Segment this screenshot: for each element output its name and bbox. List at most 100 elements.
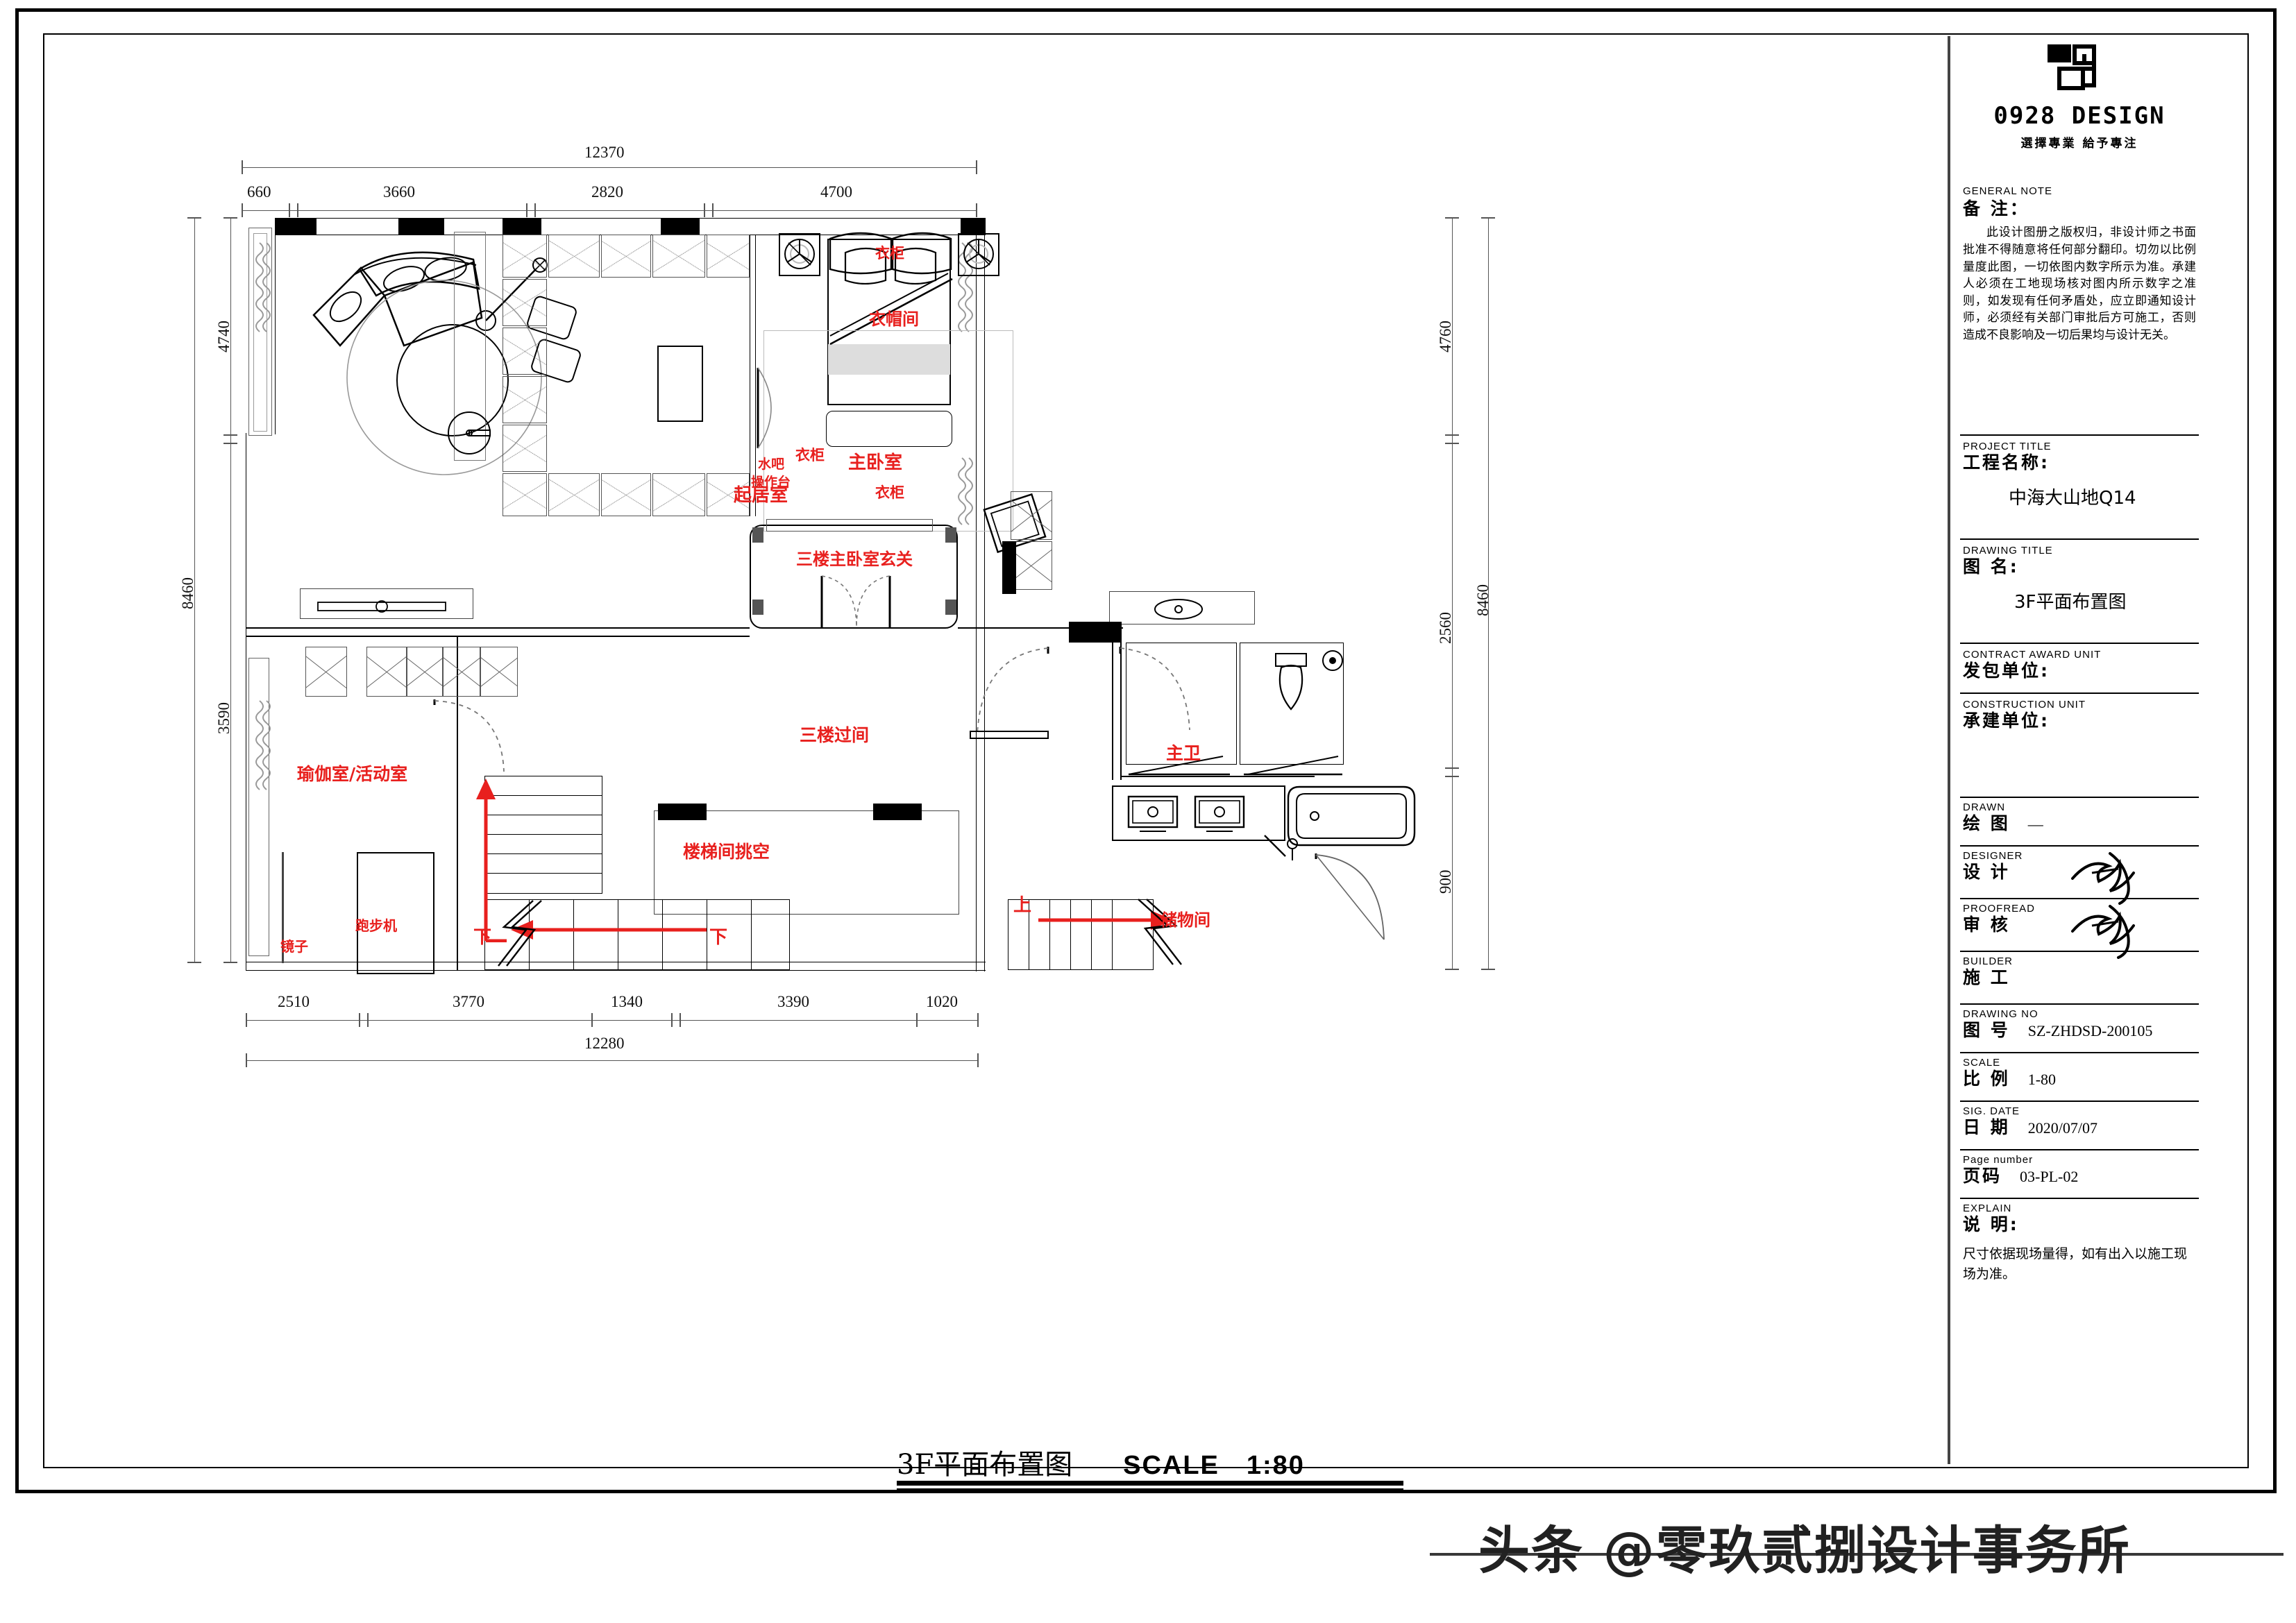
entry-jamb: [752, 600, 763, 615]
drawn-en: DRAWN: [1963, 801, 2006, 813]
construction-unit-en: CONSTRUCTION UNIT: [1963, 699, 2086, 711]
dim-top-seg-line: [242, 210, 977, 211]
stair-step-v: [751, 899, 752, 970]
stair-step: [484, 853, 602, 854]
stair-break-symbol: [1138, 899, 1182, 965]
stair-step-v: [573, 899, 574, 970]
stair-wall-left: [658, 804, 707, 820]
bath-entry-door-swing-icon: [1119, 647, 1190, 731]
dim-right-seg-1: 2560: [1437, 612, 1454, 644]
general-note-cn: 备 注：: [1963, 198, 2029, 219]
vanity-counter: [1112, 785, 1285, 841]
page-number-en: Page number: [1963, 1154, 2034, 1166]
toilet-icon: [1275, 653, 1307, 711]
dim-tick: [977, 1053, 979, 1067]
wardrobe-cabinet: [503, 235, 547, 278]
dim-top-seg-1: 3660: [383, 183, 415, 201]
bath-partition: [1120, 776, 1315, 777]
bottom-title-underline: [897, 1481, 1403, 1486]
basin-icon: [1154, 599, 1203, 620]
wardrobe-cabinet: [503, 279, 547, 326]
outline-right: [984, 218, 985, 971]
drawing-title-row: DRAWING TITLE 图 名: 3F平面布置图: [1960, 540, 2199, 644]
toilet-enclosure: [1240, 643, 1344, 765]
closet-right-partition-2: [755, 235, 756, 516]
page-number-row: Page number 页码 03-PL-02: [1960, 1150, 2199, 1199]
bathroom-basin-counter: [1109, 591, 1255, 624]
dim-tick: [187, 962, 201, 963]
drawing-no-value: SZ-ZHDSD-200105: [2027, 1021, 2153, 1039]
dim-left-overall: 8460: [179, 577, 196, 609]
dim-tick: [534, 203, 536, 217]
wardrobe-cabinet: [601, 473, 651, 516]
bed-bench: [826, 411, 952, 447]
stair-step: [484, 873, 602, 874]
yoga-cabinet: [480, 647, 518, 697]
partition-right-of-passage: [1112, 627, 1113, 780]
partition-mid-horizontal-2: [246, 636, 750, 637]
bottom-title-cn: 3F平面布置图: [897, 1449, 1073, 1481]
wall-top-a: [398, 218, 444, 235]
entry-jamb: [945, 527, 956, 543]
dim-tick: [359, 1013, 360, 1027]
dim-tick: [976, 203, 977, 217]
closet-island: [657, 346, 703, 422]
drawing-title-en: DRAWING TITLE: [1963, 545, 2053, 556]
dim-right-seg-2: 900: [1437, 869, 1454, 894]
dim-left-seg-0: 4740: [215, 321, 233, 352]
drawing-no-en: DRAWING NO: [1963, 1008, 2038, 1020]
logo-mark-icon: [2048, 44, 2096, 90]
dim-top-seg-2: 2820: [591, 183, 623, 201]
dim-tick: [704, 203, 705, 217]
sig-date-row: SIG. DATE 日 期 2020/07/07: [1960, 1102, 2199, 1150]
dim-left-overall-line: [194, 217, 195, 963]
wall-top-c: [661, 218, 700, 235]
stair-break-symbol: [498, 900, 542, 967]
stair-step-v: [1070, 899, 1071, 970]
room-label: 楼梯间挑空: [683, 842, 770, 862]
dim-tick: [976, 160, 977, 174]
dim-tick: [223, 962, 237, 963]
room-label: 下: [473, 927, 492, 948]
vanity-sink-icon: [1127, 795, 1245, 832]
wardrobe-cabinet: [1011, 491, 1052, 540]
page-number-cn: 页码: [1963, 1165, 2002, 1186]
dim-tick: [289, 203, 290, 217]
designer-row: DESIGNER 设 计: [1960, 847, 2199, 905]
wall-mid-right-block: [1069, 622, 1122, 643]
yoga-counter-detail-icon: [317, 600, 446, 613]
proofread-row: PROOFREAD 审 核: [1960, 899, 2199, 959]
proofread-cn: 审 核: [1963, 914, 2010, 935]
wardrobe-cabinet: [707, 473, 750, 516]
builder-row: BUILDER 施 工: [1960, 952, 2199, 1005]
bottom-title-scale-value: 1:80: [1246, 1451, 1305, 1480]
room-label: 衣帽间: [869, 309, 919, 329]
stair-wall-right: [873, 804, 922, 820]
stair-step: [484, 795, 602, 796]
dim-tick: [242, 160, 243, 174]
shower-door-swing-icon: [1128, 756, 1342, 776]
wardrobe-cabinet: [503, 328, 547, 375]
closet-door-swing-icon: [757, 367, 772, 449]
bar-sink-icon: [448, 411, 491, 454]
wall-top-d: [961, 218, 986, 235]
door-swing-icon: [433, 699, 505, 772]
construction-unit-row: CONSTRUCTION UNIT 承建单位:: [1960, 694, 2199, 798]
stair-direction-up-arrow: [476, 779, 507, 942]
room-label: 三楼过间: [800, 725, 870, 745]
explain-en: EXPLAIN: [1963, 1203, 2012, 1214]
wall-top-b: [503, 218, 541, 235]
room-label: 操作台: [751, 475, 791, 490]
sig-date-en: SIG. DATE: [1963, 1105, 2020, 1117]
dim-tick: [712, 203, 714, 217]
general-note-en: GENERAL NOTE: [1963, 185, 2052, 197]
room-label: 三楼主卧室玄关: [796, 550, 913, 569]
stair-step: [484, 834, 602, 835]
wardrobe-cabinet: [707, 235, 750, 278]
dim-tick: [246, 1013, 247, 1027]
dim-tick: [223, 217, 237, 219]
room-label: 水吧: [758, 457, 785, 472]
dim-tick: [1481, 217, 1495, 219]
stair-step-v: [1049, 899, 1050, 970]
wardrobe-cabinet: [503, 473, 547, 516]
